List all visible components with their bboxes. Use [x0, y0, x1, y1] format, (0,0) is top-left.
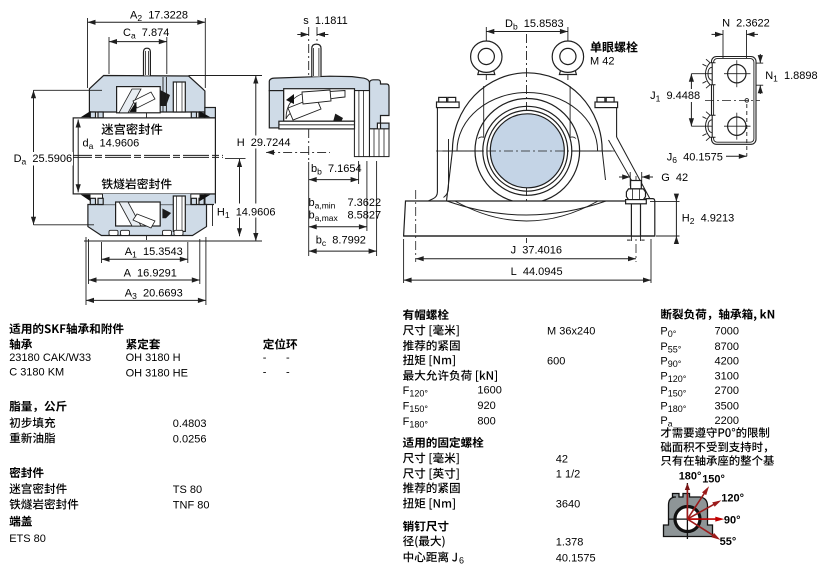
svg-text:Ca 7.874: Ca 7.874 [123, 27, 169, 41]
svg-text:6: 6 [459, 556, 464, 566]
svg-text:42: 42 [556, 453, 568, 465]
svg-text:A 16.9291: A 16.9291 [124, 268, 177, 280]
svg-text:40.1575: 40.1575 [556, 552, 596, 564]
svg-text:bc 8.7992: bc 8.7992 [316, 235, 366, 249]
svg-text:-: - [286, 352, 290, 364]
svg-text:8700: 8700 [715, 341, 739, 353]
svg-text:1 1/2: 1 1/2 [556, 469, 580, 481]
svg-text:920: 920 [477, 400, 495, 412]
svg-text:Da 25.5906: Da 25.5906 [14, 153, 73, 167]
svg-text:23180 CAK/W33: 23180 CAK/W33 [9, 352, 91, 364]
svg-text:A1 15.3543: A1 15.3543 [125, 246, 183, 259]
svg-text:Db 15.8583: Db 15.8583 [505, 18, 564, 32]
svg-text:J1 9.4488: J1 9.4488 [650, 90, 700, 104]
svg-text:55°: 55° [720, 536, 737, 548]
svg-text:Pa: Pa [660, 415, 672, 429]
svg-text:TNF 80: TNF 80 [173, 500, 210, 512]
svg-text:P0°: P0° [660, 325, 676, 339]
svg-text:ba,max: ba,max [309, 209, 339, 223]
svg-text:ETS 80: ETS 80 [9, 533, 46, 545]
svg-text:1.378: 1.378 [556, 536, 584, 548]
svg-text:F180°: F180° [403, 416, 429, 430]
svg-text:F120°: F120° [403, 385, 429, 399]
svg-text:J 37.4016: J 37.4016 [511, 244, 562, 256]
svg-text:M 36x240: M 36x240 [547, 325, 595, 337]
svg-text:P180°: P180° [660, 401, 686, 415]
svg-text:A3 20.6693: A3 20.6693 [125, 287, 183, 301]
svg-text:3500: 3500 [715, 401, 739, 413]
svg-text:OH 3180 H: OH 3180 H [126, 352, 181, 364]
svg-text:N1 1.8898: N1 1.8898 [765, 70, 817, 84]
svg-text:C 3180 KM: C 3180 KM [9, 367, 64, 379]
svg-text:P90°: P90° [660, 355, 681, 369]
svg-text:2700: 2700 [715, 385, 739, 397]
svg-text:-: - [286, 367, 290, 379]
svg-text:1600: 1600 [477, 385, 501, 397]
svg-text:TS 80: TS 80 [173, 484, 202, 496]
svg-text:3100: 3100 [715, 371, 739, 383]
svg-text:180°: 180° [679, 471, 702, 483]
svg-text:G 42: G 42 [661, 172, 688, 184]
svg-text:4200: 4200 [715, 355, 739, 367]
svg-text:A2 17.3228: A2 17.3228 [130, 9, 188, 23]
svg-text:-: - [263, 352, 267, 364]
svg-text:s 1.1811: s 1.1811 [303, 15, 347, 27]
svg-text:P55°: P55° [660, 341, 681, 355]
svg-text:600: 600 [547, 355, 565, 367]
svg-text:N 2.3622: N 2.3622 [722, 18, 770, 30]
svg-text:7000: 7000 [715, 325, 739, 337]
svg-text:bb 7.1654: bb 7.1654 [311, 163, 362, 177]
svg-text:-: - [263, 367, 267, 379]
svg-text:2200: 2200 [715, 415, 739, 427]
svg-text:da 14.9606: da 14.9606 [83, 138, 140, 152]
svg-text:0.4803: 0.4803 [173, 418, 207, 430]
svg-text:90°: 90° [724, 515, 741, 527]
svg-text:J6 40.1575: J6 40.1575 [667, 151, 723, 165]
svg-text:800: 800 [477, 415, 495, 427]
svg-text:F150°: F150° [403, 401, 429, 415]
svg-text:H1 14.9606: H1 14.9606 [217, 207, 276, 221]
svg-text:ba,min: ba,min [309, 197, 336, 211]
svg-text:H 29.7244: H 29.7244 [237, 137, 291, 149]
svg-text:P120°: P120° [660, 371, 686, 385]
svg-text:H2 4.9213: H2 4.9213 [682, 213, 734, 227]
svg-text:L 44.0945: L 44.0945 [511, 266, 563, 278]
svg-text:M 42: M 42 [590, 55, 614, 67]
svg-text:P150°: P150° [660, 385, 686, 399]
svg-text:OH 3180 HE: OH 3180 HE [126, 368, 188, 380]
svg-text:8.5827: 8.5827 [348, 209, 382, 221]
svg-text:7.3622: 7.3622 [348, 197, 382, 209]
svg-text:3640: 3640 [556, 499, 580, 511]
svg-text:120°: 120° [721, 493, 744, 505]
svg-text:0.0256: 0.0256 [173, 433, 207, 445]
svg-text:150°: 150° [702, 474, 725, 486]
